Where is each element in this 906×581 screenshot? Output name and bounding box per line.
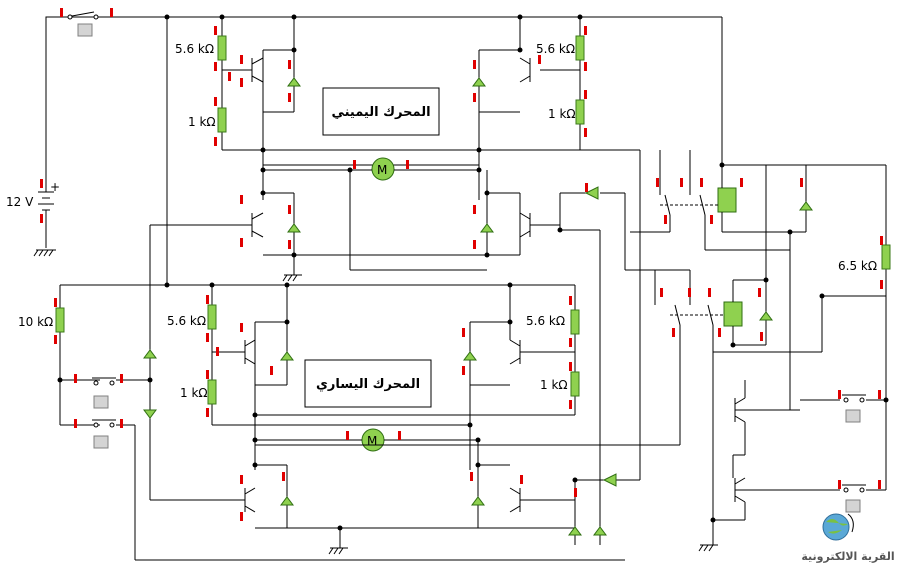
ground-symbol: [282, 274, 302, 282]
diode: [280, 351, 294, 361]
ground-symbol: [328, 547, 348, 555]
transistor: [251, 212, 264, 238]
resistor-left-bottom-right: [570, 371, 580, 397]
connection-pins: [54, 26, 883, 521]
push-button-right-lower[interactable]: [842, 484, 866, 513]
transistor: [509, 487, 521, 513]
diode: [759, 311, 773, 321]
diode: [143, 409, 157, 419]
right-motor-bridge: [149, 17, 640, 545]
battery-12v: +: [38, 175, 60, 223]
diode: [584, 186, 599, 200]
diode: [602, 473, 617, 487]
diode: [471, 496, 485, 506]
transistor: [509, 339, 521, 365]
motor-symbol: M: [377, 163, 387, 177]
diode: [568, 526, 582, 536]
resistor-label: 5.6 kΩ: [536, 42, 575, 56]
relay-upper: [630, 150, 807, 410]
diode: [287, 77, 301, 87]
watermark-text: القرية الالكترونية: [801, 550, 894, 563]
resistor-right-top-left: [217, 35, 227, 61]
push-button-right-upper[interactable]: [842, 394, 866, 423]
resistor-label: 1 kΩ: [180, 386, 208, 400]
resistor-6-5k: [881, 244, 891, 270]
main-switch[interactable]: [60, 8, 113, 37]
resistor-label: 5.6 kΩ: [526, 314, 565, 328]
transistor: [519, 212, 531, 238]
left-motor: M: [345, 428, 401, 452]
diode: [463, 351, 477, 361]
diode: [799, 201, 813, 211]
motor-symbol: M: [367, 434, 377, 448]
diode: [472, 77, 486, 87]
resistor-label: 5.6 kΩ: [167, 314, 206, 328]
right-motor-title: المحرك اليميني: [331, 105, 430, 120]
junction-dots: [57, 14, 889, 531]
resistor-label: 6.5 kΩ: [838, 259, 877, 273]
resistor-right-top-right: [575, 35, 585, 61]
supply-wiring: [45, 16, 723, 426]
left-motor-title: المحرك اليساري: [316, 377, 420, 392]
resistor-label: 5.6 kΩ: [175, 42, 214, 56]
resistor-label: 1 kΩ: [188, 115, 216, 129]
transistor: [734, 380, 746, 423]
left-motor-bridge: [150, 150, 641, 548]
resistor-left-top-left: [207, 304, 217, 330]
transistor: [244, 339, 256, 365]
relay-lower: [255, 165, 823, 446]
transistor: [244, 487, 256, 513]
resistor-label: 1 kΩ: [540, 378, 568, 392]
transistor: [251, 57, 264, 83]
resistor-label: 10 kΩ: [18, 315, 53, 329]
supply-voltage-label: 12 V: [6, 195, 34, 209]
push-button-left-lower[interactable]: [92, 419, 116, 449]
resistor-right-bottom-left: [217, 107, 227, 133]
watermark-logo: [822, 513, 854, 541]
svg-text:+: +: [50, 180, 60, 194]
right-motor-title-box: [322, 87, 440, 136]
resistor-label: 1 kΩ: [548, 107, 576, 121]
resistor-right-bottom-right: [575, 99, 585, 125]
ground-symbol: [33, 249, 56, 257]
push-button-left-upper[interactable]: [92, 377, 116, 409]
right-motor: M: [350, 157, 409, 181]
resistor-left-top-right: [570, 309, 580, 335]
diode: [280, 496, 294, 506]
diode: [480, 223, 494, 233]
left-motor-title-box: [304, 359, 432, 408]
diode: [287, 223, 301, 233]
resistor-10k: [55, 307, 65, 333]
diode: [143, 349, 157, 359]
ground-symbol: [698, 544, 718, 552]
resistor-left-bottom-left: [207, 379, 217, 405]
transistor: [519, 57, 531, 83]
diode: [593, 526, 607, 536]
